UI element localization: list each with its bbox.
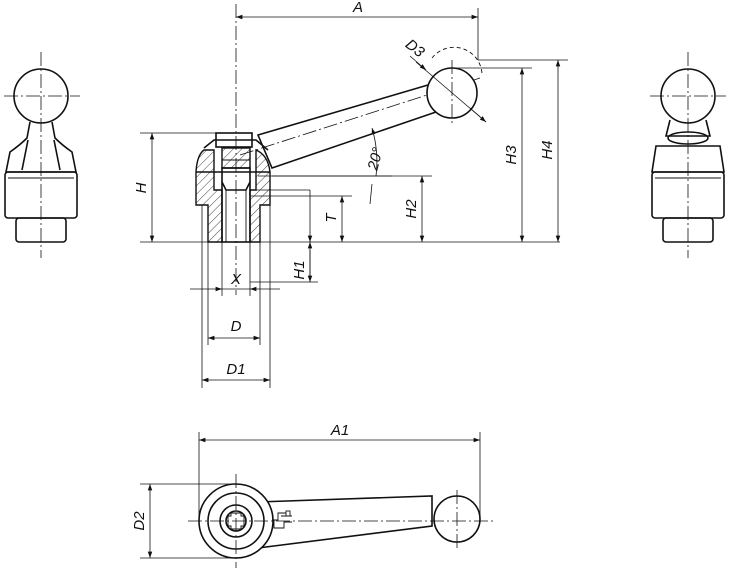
label-D: D	[231, 318, 242, 335]
label-D1: D1	[226, 361, 245, 378]
label-A1: A1	[330, 422, 349, 439]
lever-arm	[256, 84, 437, 169]
label-H1: H1	[291, 260, 308, 279]
left-side-view	[4, 52, 80, 258]
right-view-ball	[660, 68, 716, 124]
top-view	[188, 474, 496, 568]
ball-hidden-arc	[431, 46, 483, 75]
dim-angle	[371, 127, 378, 177]
label-X: X	[230, 271, 242, 288]
label-D3: D3	[402, 36, 428, 62]
dimensions-top: A1 D2	[131, 422, 481, 559]
label-T: T	[323, 212, 340, 223]
right-side-view	[650, 52, 726, 258]
label-H: H	[133, 182, 150, 193]
label-A: A	[352, 0, 363, 16]
left-view-ball	[13, 68, 69, 124]
label-H3: H3	[503, 145, 520, 165]
label-H2: H2	[403, 199, 420, 219]
front-view	[140, 4, 560, 295]
label-angle: 20°	[364, 146, 387, 173]
right-view-top	[651, 145, 725, 173]
hub-section-left	[195, 149, 223, 243]
right-view-slot	[667, 131, 709, 145]
adjustment-key-icon	[272, 510, 292, 529]
left-view-thread	[15, 217, 67, 243]
label-D2: D2	[131, 511, 148, 531]
socket-icon	[227, 512, 245, 530]
right-view-thread	[662, 217, 714, 243]
label-H4: H4	[539, 140, 556, 159]
